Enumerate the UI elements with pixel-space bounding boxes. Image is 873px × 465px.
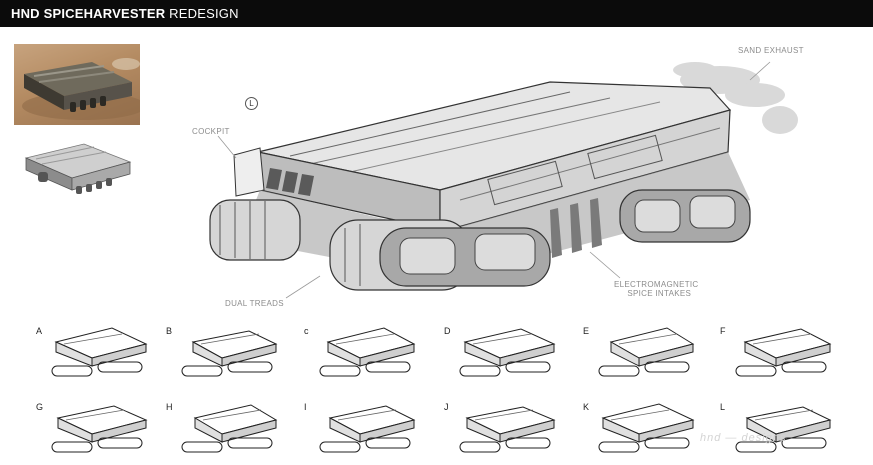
thumbnail-sketch-7 (42, 398, 160, 460)
sketch-label-7: G (36, 402, 44, 412)
thumbnail-sketch-1 (42, 322, 160, 384)
title-bold: HND SPICEHARVESTER (11, 6, 166, 21)
sketch-label-9: I (304, 402, 307, 412)
thumbnail-sketch-2 (172, 322, 290, 384)
sand-exhaust-label: SAND EXHAUST (738, 46, 804, 55)
dual-treads-label: DUAL TREADS (225, 299, 284, 308)
sketch-label-11: K (583, 402, 590, 412)
sketch-label-10: J (444, 402, 449, 412)
header-bar: HND SPICEHARVESTER REDESIGN (0, 0, 873, 27)
cockpit-label: COCKPIT (192, 127, 230, 136)
sketch-label-6: F (720, 326, 726, 336)
thumbnail-sketch-3 (310, 322, 428, 384)
sketch-label-8: H (166, 402, 173, 412)
sketch-label-2: B (166, 326, 173, 336)
spice-intake-pods (379, 189, 751, 287)
thumbnail-sketch-8 (172, 398, 290, 460)
thumbnail-sketch-11 (589, 398, 707, 460)
thumbnail-sketch-12 (726, 398, 844, 460)
thumbnail-sketch-6 (726, 322, 844, 384)
em-label-line1: ELECTROMAGNETIC (614, 280, 699, 289)
sand-exhaust-smoke (673, 62, 798, 134)
main-harvester-sketch (190, 40, 830, 310)
view-letter-badge: L (245, 97, 258, 110)
em-label-line2: SPICE INTAKES (627, 289, 692, 298)
title-light: REDESIGN (169, 6, 239, 21)
page-title: HND SPICEHARVESTER REDESIGN (11, 6, 239, 21)
sketch-label-4: D (444, 326, 451, 336)
watermark: hnd — designs (700, 432, 787, 444)
render-thumbnail (14, 132, 140, 198)
reference-photo (14, 44, 140, 125)
thumbnail-sketch-10 (450, 398, 568, 460)
sketch-label-3: c (304, 326, 309, 336)
thumbnail-sketch-5 (589, 322, 707, 384)
sketch-label-12: L (720, 402, 726, 412)
sketch-label-5: E (583, 326, 590, 336)
sketch-label-1: A (36, 326, 43, 336)
em-spice-intakes-label: ELECTROMAGNETIC SPICE INTAKES (614, 280, 699, 298)
thumbnail-sketch-4 (450, 322, 568, 384)
thumbnail-sketch-9 (310, 398, 428, 460)
